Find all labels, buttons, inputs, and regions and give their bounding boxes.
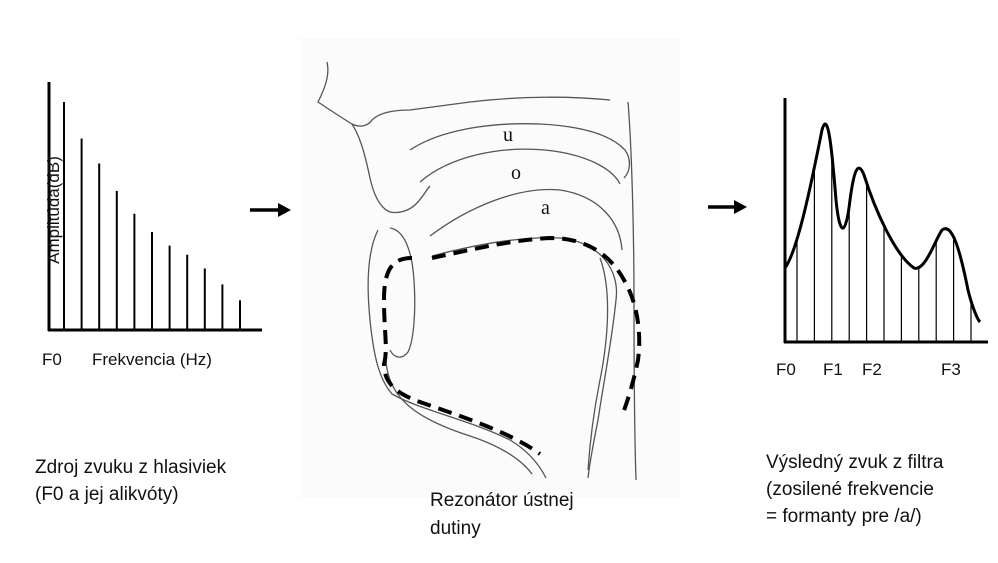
output-f1-label: F1	[823, 360, 843, 380]
output-f2-label: F2	[862, 360, 882, 380]
output-caption-line3: = formanty pre /a/)	[766, 504, 922, 530]
output-harmonics	[797, 154, 971, 342]
output-f3-label: F3	[941, 360, 961, 380]
output-caption-line1: Výsledný zvuk z filtra	[766, 450, 943, 476]
output-caption-line2: (zosilené frekvencie	[766, 477, 934, 503]
output-f0-label: F0	[776, 360, 796, 380]
